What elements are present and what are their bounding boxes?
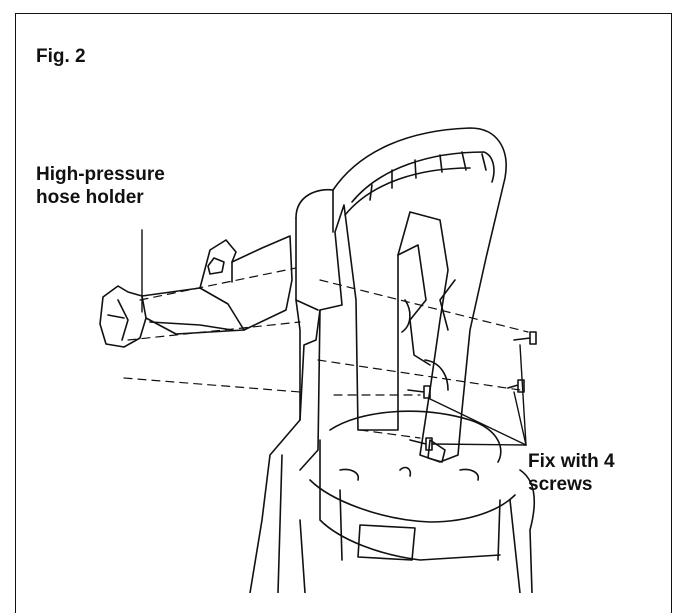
callout-hose-holder-line-1: High-pressure [36,164,165,185]
callout-fix-screws-line-1: Fix with 4 [528,451,615,472]
alignment-lines [123,267,529,439]
figure-title: Fig. 2 [36,46,86,67]
callout-hose-holder-line-2: hose holder [36,186,144,208]
assembly-drawing [99,127,537,593]
figure-frame [15,13,672,613]
hose-holder-part [99,235,293,348]
callout-hose-holder: High-pressure hose holder [36,164,165,210]
leader-lines [141,229,527,446]
screw-3 [407,385,431,399]
handle-frame [249,127,507,593]
screw-4 [409,437,433,451]
screw-1 [513,331,537,345]
callout-fix-screws: Fix with 4 screws [528,451,615,497]
pump-body [299,410,536,593]
callout-fix-screws-line-2: screws [528,473,593,495]
screws [407,331,537,451]
